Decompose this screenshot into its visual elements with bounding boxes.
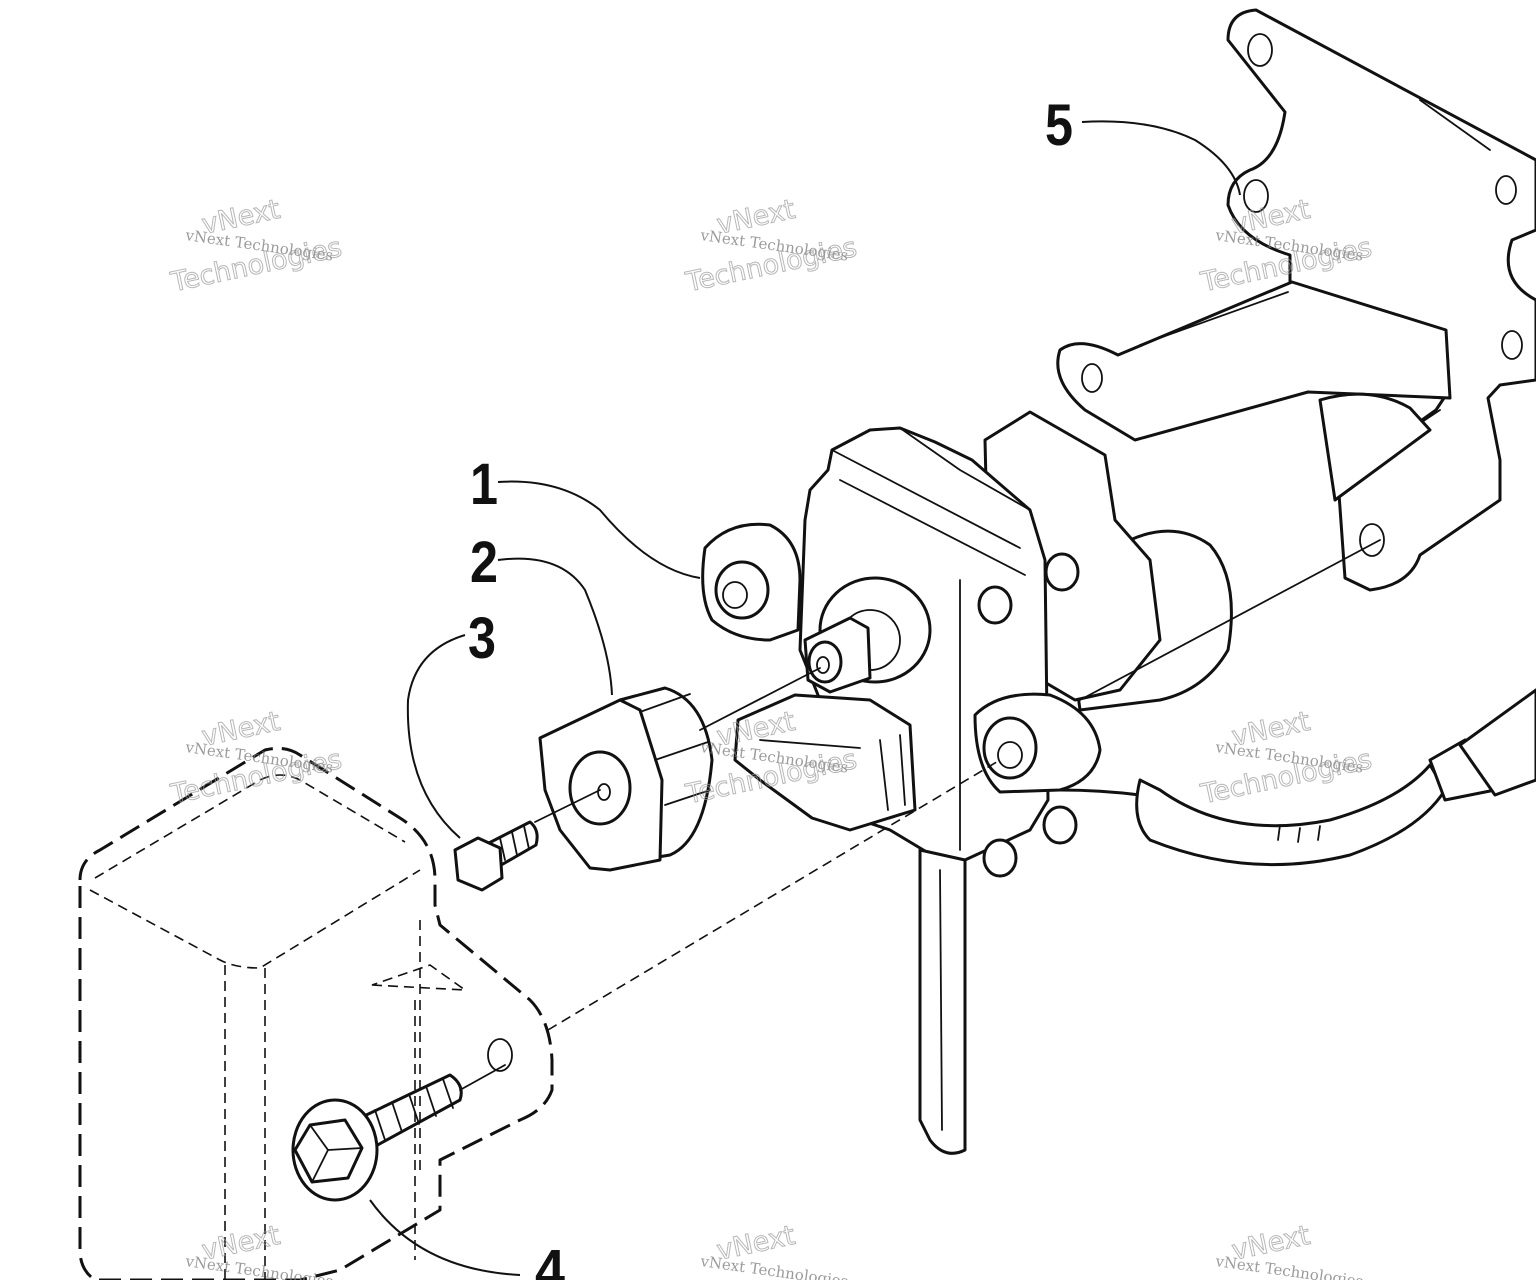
wire-harness (1058, 688, 1536, 867)
leader-1 (497, 480, 701, 579)
leader-lines (369, 120, 1241, 1276)
watermark-2: vNext vNext Technologies Technologies (682, 194, 860, 300)
callout-labels: 1 2 3 4 5 (468, 93, 1073, 1280)
assembly-axis-lines (459, 539, 1381, 1091)
callout-4: 4 (535, 1238, 565, 1280)
callout-5: 5 (1045, 93, 1073, 158)
watermark-8: vNext vNext Technologies (698, 1220, 849, 1280)
watermark-1: vNext vNext Technologies Technologies (167, 194, 345, 300)
watermark-small: vNext Technologies (183, 1252, 334, 1280)
small-screw (453, 820, 539, 892)
watermark-6: vNext vNext Technologies Technologies (1197, 706, 1375, 812)
watermark-9: vNext vNext Technologies (1213, 1220, 1364, 1280)
leader-5 (1081, 120, 1241, 196)
coupler (538, 686, 714, 872)
mounting-bracket (1056, 8, 1536, 592)
phantom-cover (78, 746, 554, 1280)
callout-3: 3 (468, 606, 496, 671)
callout-1: 1 (470, 452, 498, 517)
actuator-assembly (701, 392, 1432, 1155)
callout-2: 2 (470, 530, 498, 595)
watermark-7: vNext vNext Technologies (183, 1220, 334, 1280)
leader-2 (497, 557, 613, 696)
leader-3 (406, 634, 466, 839)
watermark-small: vNext Technologies (1213, 1252, 1364, 1280)
large-bolt (291, 1073, 463, 1202)
leader-4 (369, 1199, 521, 1276)
watermark-4: vNext vNext Technologies Technologies (167, 706, 345, 812)
watermark-small: vNext Technologies (698, 1252, 849, 1280)
